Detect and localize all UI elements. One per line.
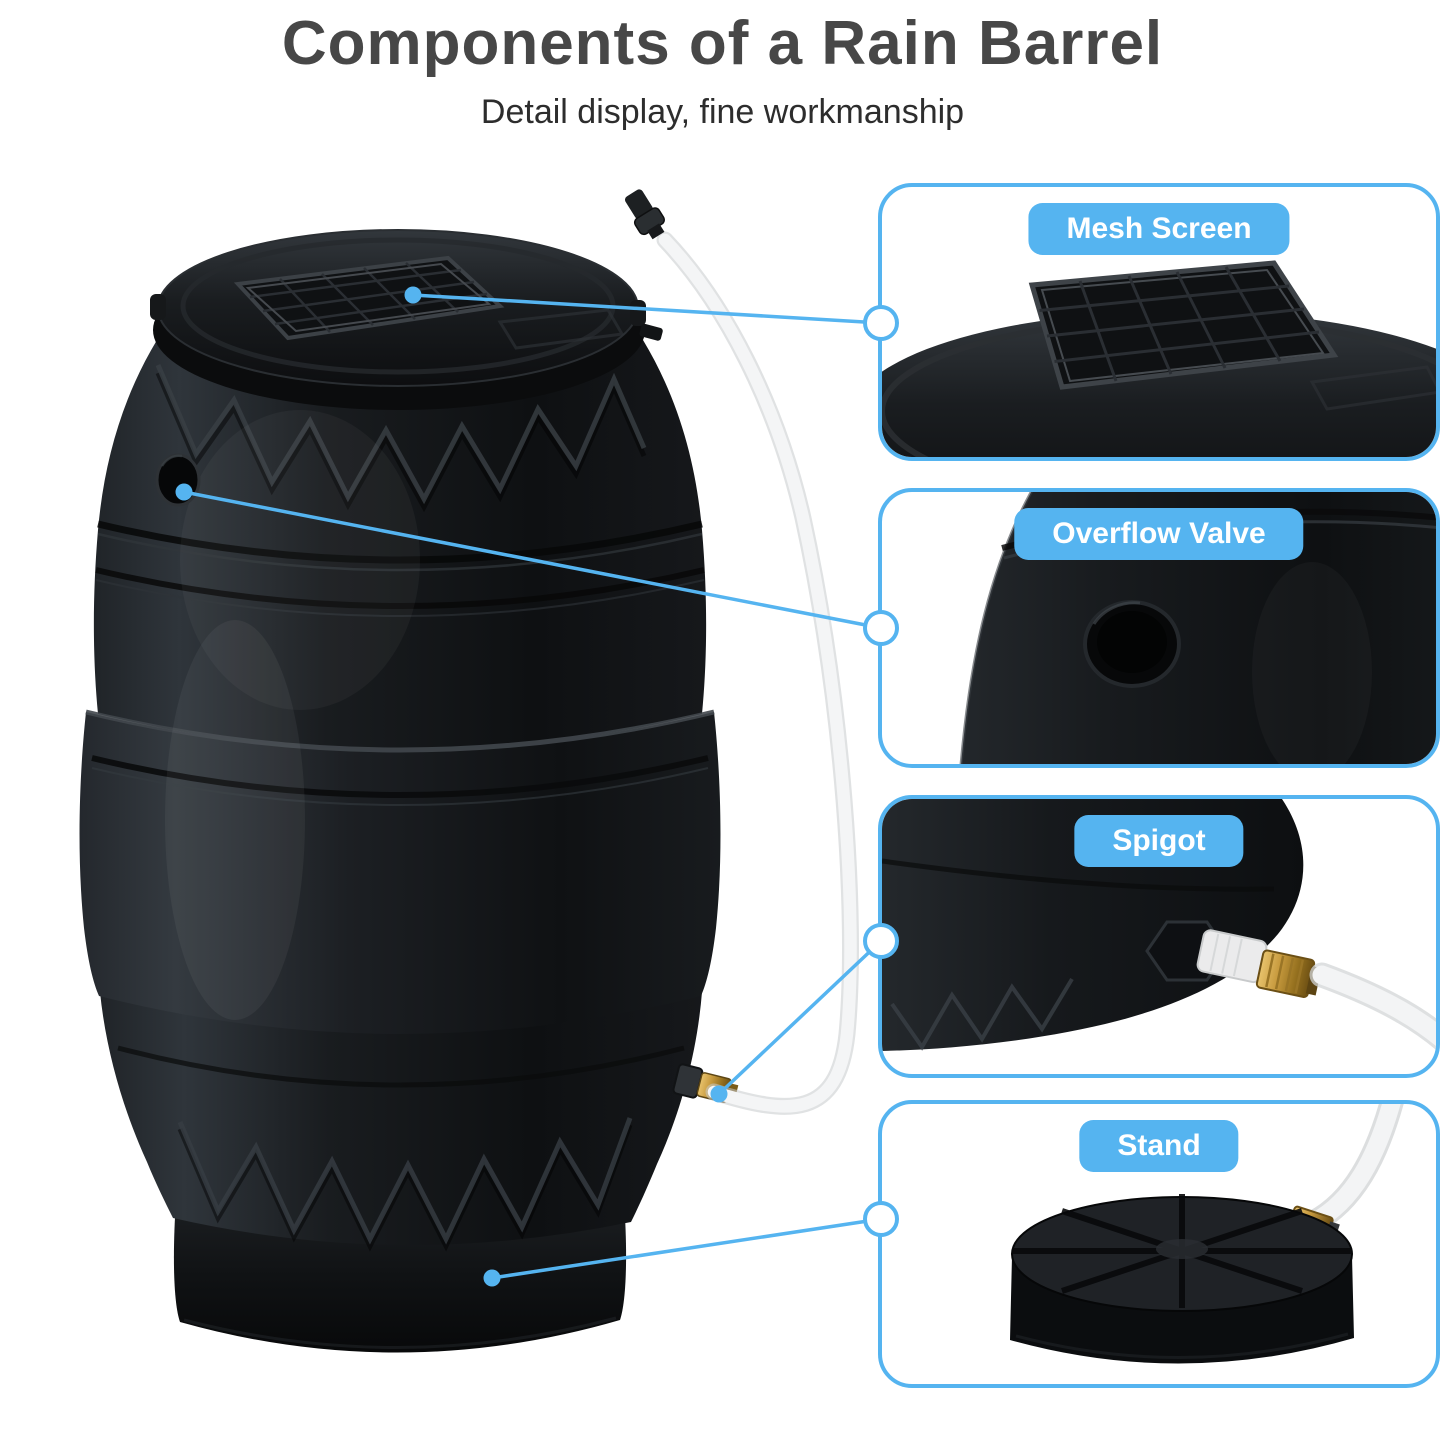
callout-label-overflow-valve: Overflow Valve [1014,508,1304,560]
page-title: Components of a Rain Barrel [281,9,1164,78]
callout-label-spigot: Spigot [1074,815,1244,867]
marker-dot-overflow-valve [175,483,193,501]
callout-panel-mesh-screen: Mesh Screen [878,183,1440,461]
mesh-screen [233,255,505,341]
callout-panel-spigot: Spigot [878,795,1440,1078]
overflow-valve-hole [155,453,201,507]
connector-overflow-valve [175,483,899,646]
connector-mesh-screen [404,286,899,341]
stand-detail-image [1010,1104,1404,1364]
hose-clip [639,323,663,341]
connector-stand [483,1201,899,1287]
callout-label-mesh-screen: Mesh Screen [1028,203,1290,255]
marker-dot-spigot [710,1085,728,1103]
hose-connector-fitting [625,189,665,240]
mesh-screen-detail-image [882,260,1436,457]
callout-connectors [175,286,899,1287]
barrel-lid [150,229,646,410]
callout-label-stand: Stand [1079,1120,1239,1172]
rain-barrel [79,189,859,1353]
connector-spigot [710,923,899,1103]
marker-dot-stand [483,1269,501,1287]
barrel-stand [173,1200,627,1353]
overflow-hose [656,231,859,1115]
callout-panel-overflow-valve: Overflow Valve [878,488,1440,768]
header: Components of a Rain Barrel Detail displ… [0,0,1445,132]
marker-dot-mesh-screen [404,286,422,304]
collar-rib-texture [155,364,647,513]
callout-panel-stand: Stand [878,1100,1440,1388]
lower-rib-texture [177,1117,633,1252]
page-subtitle: Detail display, fine workmanship [480,93,965,131]
spigot [672,1063,739,1103]
